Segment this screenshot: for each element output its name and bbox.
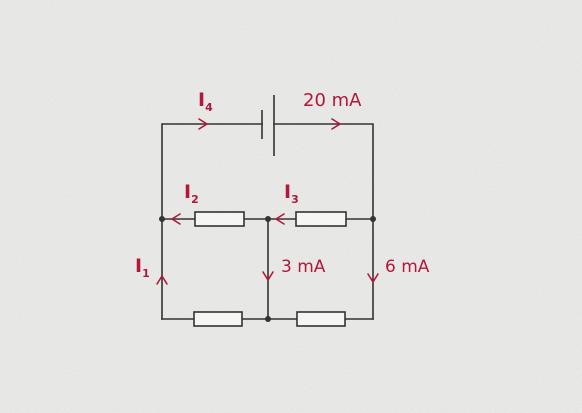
arrow-i2 bbox=[171, 213, 181, 225]
arrow-right-current bbox=[367, 273, 379, 283]
top-left-wire bbox=[161, 123, 263, 219]
resistor-bottom-left bbox=[193, 311, 243, 327]
label-i3: I3 bbox=[284, 181, 299, 206]
junction-center-top bbox=[265, 216, 271, 222]
arrow-i1 bbox=[156, 275, 168, 285]
label-middle-current: 3 mA bbox=[281, 257, 326, 277]
label-i1: I1 bbox=[135, 255, 150, 280]
label-right-current: 6 mA bbox=[385, 257, 430, 277]
arrow-i4 bbox=[198, 118, 208, 130]
resistor-bottom-right bbox=[296, 311, 346, 327]
junction-left bbox=[159, 216, 165, 222]
battery-symbol bbox=[261, 95, 275, 156]
junction-center-bottom bbox=[265, 316, 271, 322]
label-i2: I2 bbox=[184, 181, 199, 206]
resistors bbox=[193, 211, 347, 327]
arrow-i3 bbox=[275, 213, 285, 225]
arrow-middle-current bbox=[262, 271, 274, 281]
arrow-battery-current bbox=[331, 118, 341, 130]
label-battery-current: 20 mA bbox=[303, 90, 362, 111]
current-labels: I4 20 mA I2 I3 I1 3 mA 6 mA bbox=[135, 89, 430, 280]
junction-right bbox=[370, 216, 376, 222]
junctions bbox=[159, 216, 376, 322]
current-arrows bbox=[156, 118, 379, 285]
resistor-top-left bbox=[194, 211, 245, 227]
label-i4: I4 bbox=[198, 89, 213, 114]
resistor-top-right bbox=[295, 211, 347, 227]
top-right-wire bbox=[273, 123, 374, 219]
